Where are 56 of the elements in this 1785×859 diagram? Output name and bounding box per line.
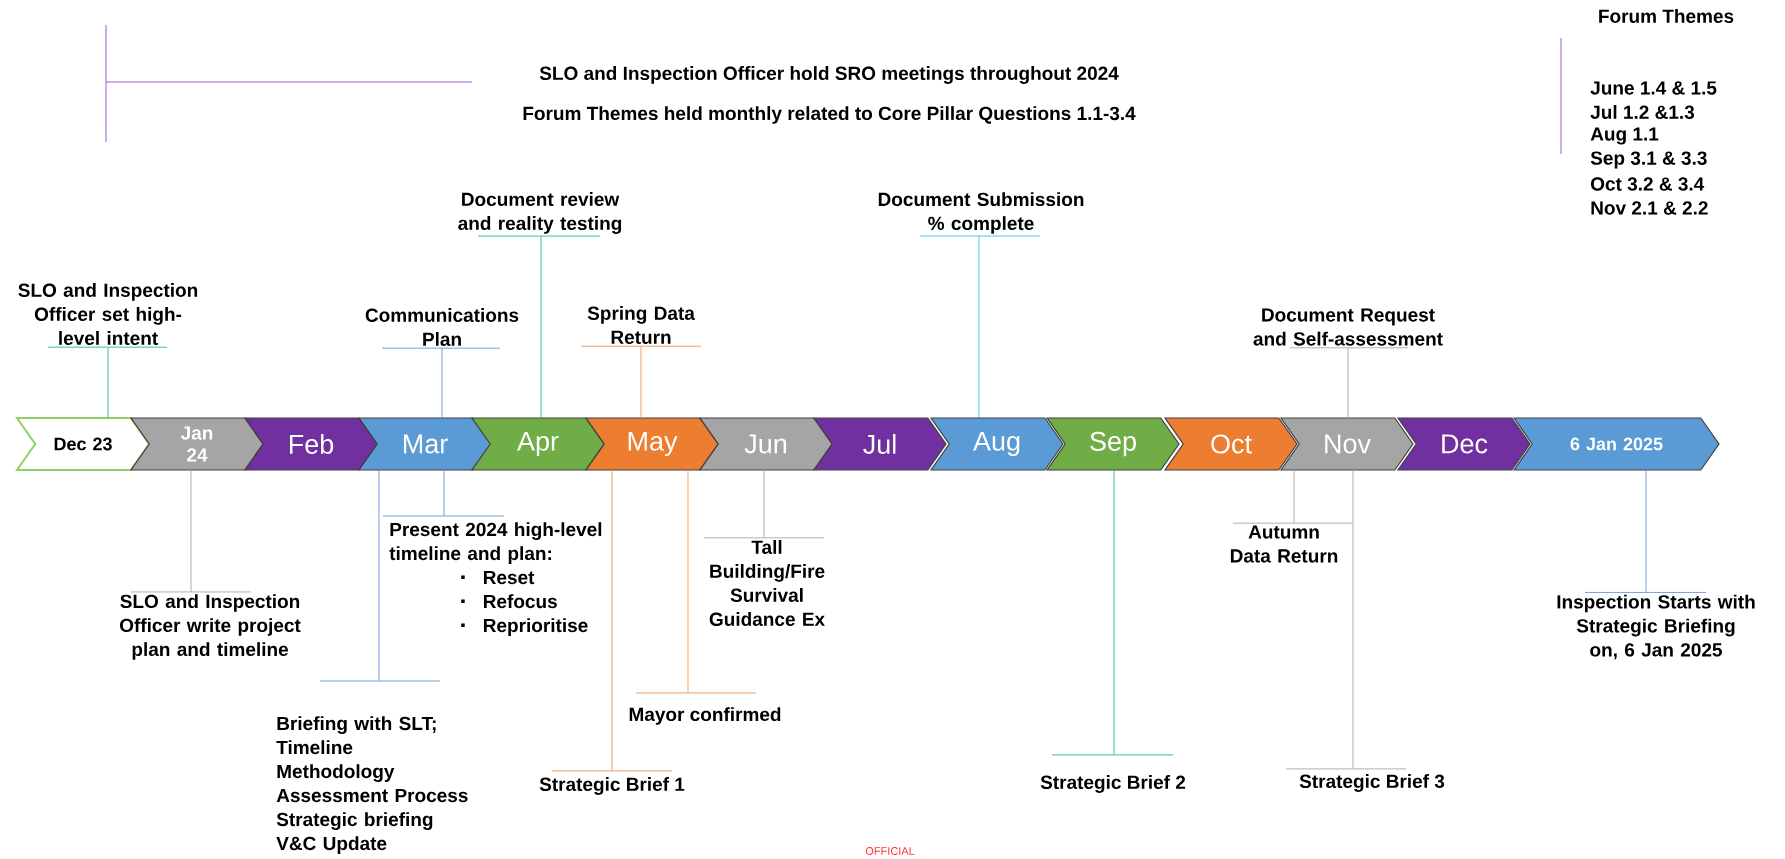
note-text: Forum Themes held monthly related to Core Pillar Questions 1.1-3.4 xyxy=(523,106,1136,124)
theme-list-item: Jul 1.2 &1.3 xyxy=(1590,105,1695,119)
timeline-segment: Jan 24 xyxy=(129,417,264,471)
callout-text: Strategic Brief 2 xyxy=(1040,775,1186,793)
leader-line xyxy=(1285,469,1407,770)
callout-text: Strategic Brief 3 xyxy=(1299,774,1445,792)
leader-line xyxy=(635,469,757,694)
callout-text: Spring Data Return xyxy=(587,306,695,344)
callout-text: Tall Building/Fire Survival Guidance Ex xyxy=(709,540,825,626)
callout-text: Communications Plan xyxy=(365,308,519,346)
timeline-segment: Jul xyxy=(812,417,947,471)
timeline-segment: 6 Jan 2025 xyxy=(1512,417,1720,471)
timeline-segment: Jun xyxy=(698,417,833,471)
callout-text: Present 2024 high-level timeline and plan: Reset Refocus Reprioritise xyxy=(389,522,602,636)
leader-line xyxy=(382,469,505,517)
leader-line xyxy=(1051,469,1174,756)
leader-line xyxy=(130,469,252,593)
leader-line xyxy=(1289,347,1409,419)
theme-list-item: June 1.4 & 1.5 xyxy=(1590,81,1717,95)
leader-line xyxy=(47,346,168,419)
timeline-segment: Aug xyxy=(929,417,1064,471)
leader-line xyxy=(381,347,501,419)
callout-text: SLO and Inspection Officer write project plan and timeline xyxy=(120,594,301,660)
leader-line xyxy=(319,469,441,682)
callout-text: Document Submission % complete xyxy=(878,192,1084,234)
callout-text: Mayor confirmed xyxy=(629,707,781,725)
timeline-segment: Mar xyxy=(357,417,492,471)
heading: Forum Themes xyxy=(1599,9,1734,23)
callout-text: SLO and Inspection Officer set high-level intent xyxy=(18,283,198,345)
classification-text: OFFICIAL xyxy=(865,847,915,855)
leader-line xyxy=(477,235,601,419)
callout-text: Document Request and Self-assessment xyxy=(1253,308,1443,346)
note-text: SLO and Inspection Officer hold SRO meetings throughout 2024 xyxy=(539,66,1119,84)
timeline-segment: Dec 23 xyxy=(15,417,151,471)
callout-text: Strategic Brief 1 xyxy=(539,777,685,795)
leader-line xyxy=(1232,469,1354,524)
callout-text: Inspection Starts with Strategic Briefing on, 6 Jan 2025 xyxy=(1557,594,1755,660)
callout-text: Briefing with SLT; Timeline Methodology Assessment Process Strategic briefing V&C Update xyxy=(276,716,468,854)
theme-list-item: Oct 3.2 & 3.4 xyxy=(1591,177,1705,191)
callout-text: Document review and reality testing xyxy=(458,192,622,234)
timeline-segment: Apr xyxy=(470,417,605,471)
leader-line xyxy=(703,469,825,539)
callout-text: Autumn Data Return xyxy=(1230,525,1338,563)
timeline-segment: Dec xyxy=(1396,417,1531,471)
theme-list-item: Aug 1.1 xyxy=(1590,127,1659,145)
leader-line xyxy=(1584,469,1707,593)
timeline-segment: May xyxy=(584,417,719,471)
theme-list-item: Nov 2.1 & 2.2 xyxy=(1591,201,1708,215)
timeline-segment: Oct xyxy=(1163,417,1298,471)
timeline-segment: Nov xyxy=(1279,417,1414,471)
leader-line xyxy=(919,235,1041,419)
leader-line xyxy=(551,469,673,772)
timeline-segment: Sep xyxy=(1045,417,1180,471)
timeline-segment: Feb xyxy=(243,417,378,471)
leader-line xyxy=(580,345,702,419)
theme-list-item: Sep 3.1 & 3.3 xyxy=(1590,151,1707,169)
